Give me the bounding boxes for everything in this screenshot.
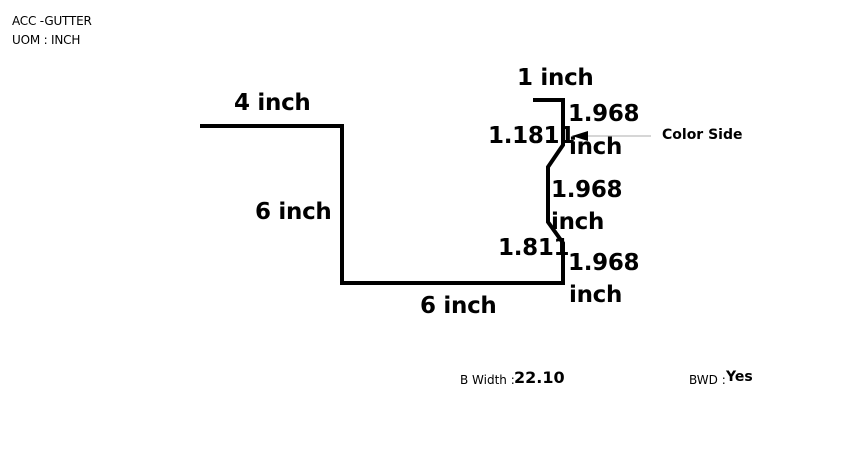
- b-width-label: B Width :: [460, 373, 515, 387]
- dim-top-right: 1 inch: [517, 65, 594, 91]
- dim-left-vertical: 6 inch: [255, 199, 332, 225]
- dim-seg2-value: 1.968: [551, 177, 623, 203]
- color-side-arrow-head: [572, 131, 588, 141]
- gutter-profile-line: [200, 98, 565, 285]
- dim-seg3-value: 1.968: [568, 250, 640, 276]
- dim-bend-upper: 1.1811: [488, 123, 575, 149]
- uom-label: UOM : INCH: [12, 33, 81, 47]
- dim-bottom: 6 inch: [420, 293, 497, 319]
- dim-seg2-unit: inch: [551, 209, 605, 235]
- dim-seg1-unit: inch: [569, 134, 623, 160]
- b-width-value: 22.10: [514, 368, 565, 387]
- dim-bend-lower: 1.811: [498, 235, 570, 261]
- bwd-value: Yes: [726, 369, 753, 385]
- dim-seg1-value: 1.968: [568, 101, 640, 127]
- bwd-label: BWD :: [689, 373, 726, 387]
- dim-top-left: 4 inch: [234, 90, 311, 116]
- product-title: ACC -GUTTER: [12, 14, 92, 28]
- color-side-label: Color Side: [662, 127, 743, 143]
- dim-seg3-unit: inch: [569, 282, 623, 308]
